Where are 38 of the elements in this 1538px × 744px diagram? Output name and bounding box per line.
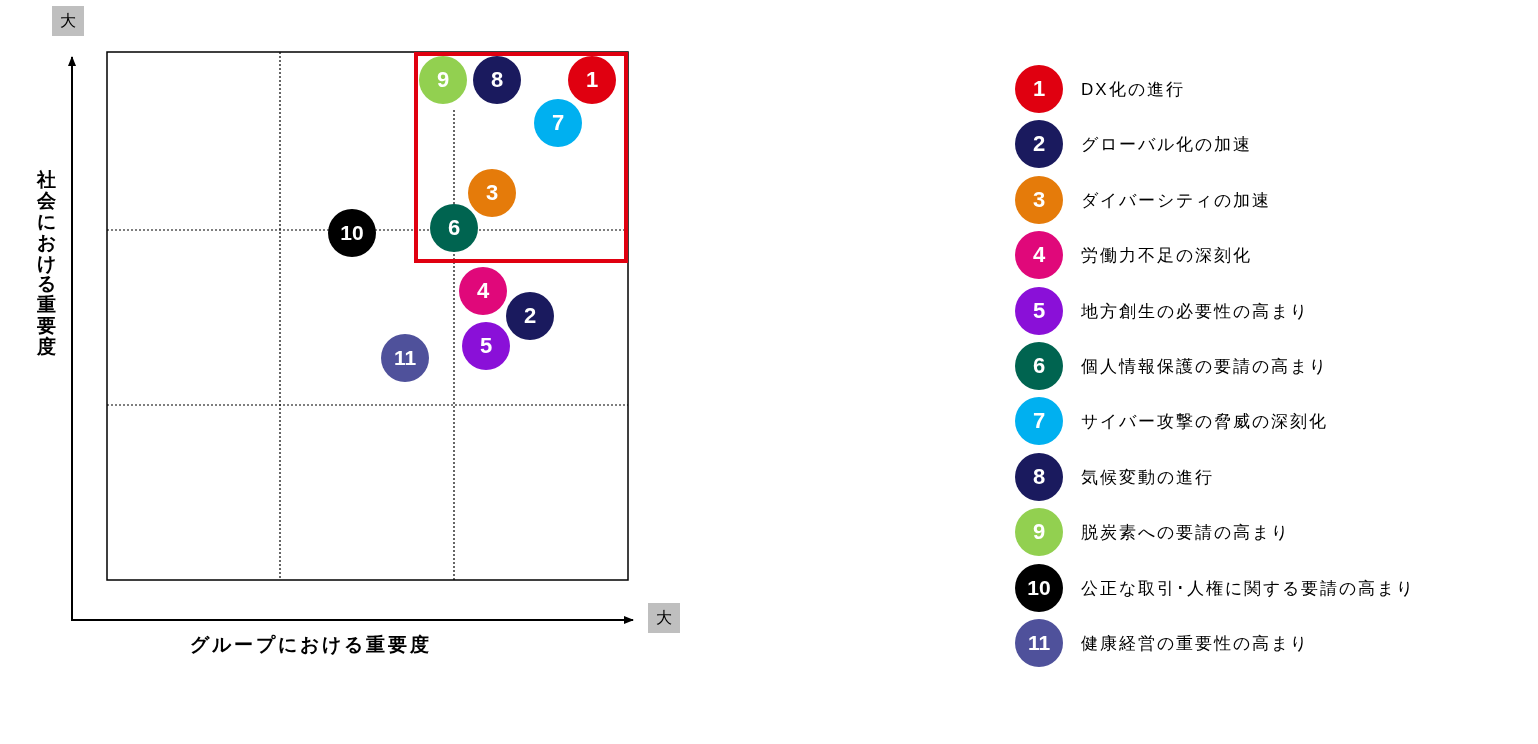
numbered-circle: 8: [473, 56, 521, 104]
axis-end-label: 大: [648, 603, 680, 633]
numbered-circle: 8: [1015, 452, 1063, 501]
numbered-circle: 10: [328, 209, 376, 257]
numbered-circle: 7: [534, 99, 582, 147]
numbered-circle: 1: [1015, 65, 1063, 113]
numbered-circle: 4: [1015, 231, 1063, 280]
legend-text: 脱炭素への要請の高まり: [1081, 522, 1290, 545]
legend-text: 地方創生の必要性の高まり: [1081, 300, 1309, 323]
axis-end-label: 大: [52, 6, 84, 36]
numbered-circle: 6: [1015, 342, 1063, 390]
legend-text: 公正な取引･人権に関する要請の高まり: [1081, 577, 1415, 600]
numbered-circle: 3: [468, 169, 516, 217]
axis-title: 社会における重要度: [37, 170, 56, 358]
numbered-circle: 7: [1015, 397, 1063, 446]
numbered-circle: 2: [506, 292, 554, 340]
numbered-circle: 5: [462, 322, 510, 370]
numbered-circle: 9: [1015, 508, 1063, 557]
legend-text: DX化の進行: [1081, 79, 1185, 101]
numbered-circle: 1: [568, 56, 616, 104]
highlight-frame: [414, 52, 628, 263]
numbered-circle: 11: [1015, 619, 1063, 667]
axis-title: グループにおける重要度: [190, 633, 432, 657]
numbered-circle: 6: [430, 204, 478, 252]
legend-text: グローバル化の加速: [1081, 134, 1252, 157]
numbered-circle: 9: [419, 56, 467, 104]
numbered-circle: 5: [1015, 286, 1063, 335]
legend-text: 個人情報保護の要請の高まり: [1081, 356, 1328, 378]
numbered-circle: 11: [381, 334, 429, 382]
legend-text: ダイバーシティの加速: [1081, 189, 1271, 212]
numbered-circle: 4: [459, 267, 507, 315]
legend-text: 労働力不足の深刻化: [1081, 245, 1252, 268]
legend-text: サイバー攻撃の脅威の深刻化: [1081, 411, 1328, 434]
numbered-circle: 10: [1015, 563, 1063, 612]
legend-text: 気候変動の進行: [1081, 466, 1214, 489]
numbered-circle: 2: [1015, 120, 1063, 169]
numbered-circle: 3: [1015, 175, 1063, 224]
legend-text: 健康経営の重要性の高まり: [1081, 633, 1309, 655]
